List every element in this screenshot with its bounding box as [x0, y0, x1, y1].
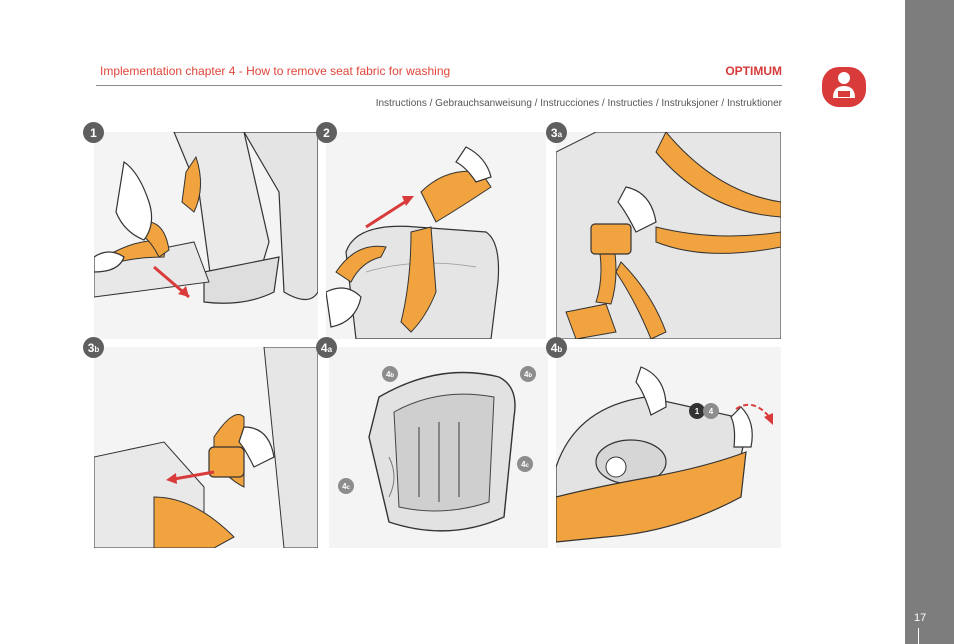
header-divider [96, 85, 782, 86]
illustration-step-1 [94, 132, 318, 339]
sequence-marker-1: 1 [689, 403, 705, 419]
page-edge-tab [905, 0, 954, 644]
seat-user-icon [821, 66, 867, 108]
step-badge-2: 2 [316, 122, 337, 143]
step-badge-1: 1 [83, 122, 104, 143]
illustration-step-3b [94, 347, 318, 548]
illustration-step-4b [556, 347, 781, 548]
chapter-title: Implementation chapter 4 - How to remove… [100, 64, 451, 78]
illustration-step-2 [326, 132, 546, 339]
illustration-step-3a [556, 132, 781, 339]
page-number: 17 [914, 612, 927, 624]
language-list: Instructions / Gebrauchsanweisung / Inst… [375, 98, 782, 109]
sequence-marker-4: 4 [703, 403, 719, 419]
brand-name: OPTIMUM [725, 64, 782, 78]
page-number-tick [918, 628, 919, 644]
illustration-step-4a [329, 347, 548, 548]
